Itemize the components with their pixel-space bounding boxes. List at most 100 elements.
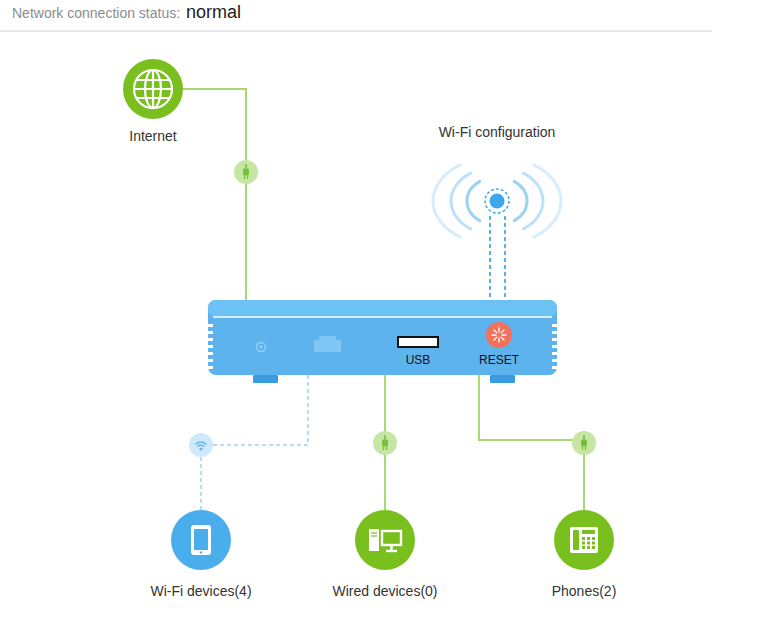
globe-parallel xyxy=(137,97,170,99)
pc-stand xyxy=(390,546,392,550)
plug-badge xyxy=(234,160,258,184)
status-title: Network connection status: xyxy=(12,1,180,25)
reset-ray xyxy=(502,334,506,335)
pc-tower xyxy=(369,529,379,551)
router-vent xyxy=(207,338,213,341)
phone-key xyxy=(592,542,595,545)
wifi-wave xyxy=(467,181,480,220)
wifi-wave xyxy=(523,173,543,229)
phone-key xyxy=(592,546,595,549)
pc-drive xyxy=(371,532,377,533)
phone-handset xyxy=(573,530,579,550)
wifi-wave xyxy=(534,165,561,237)
phone-key xyxy=(582,542,585,545)
tablet-body xyxy=(191,525,211,555)
phone-key xyxy=(582,537,585,540)
router-seam xyxy=(213,316,552,318)
header-line xyxy=(0,31,712,32)
wifi-arc xyxy=(196,442,206,444)
power-jack xyxy=(257,343,266,352)
plug-badge xyxy=(373,431,397,455)
plug-head xyxy=(581,440,587,447)
router-vent xyxy=(207,345,213,348)
router-box: USB RESET xyxy=(208,300,557,375)
badge-circle xyxy=(189,433,213,457)
wifi-devices-circle-shape xyxy=(171,510,231,570)
reset-ray xyxy=(494,330,497,333)
wifi-devices-circle: Wi-Fi devices(4) xyxy=(171,510,231,570)
globe-circle xyxy=(123,59,183,119)
phone-body xyxy=(570,527,598,553)
plug-head xyxy=(382,440,388,447)
router-vent xyxy=(552,359,558,362)
phone-display xyxy=(582,530,595,534)
router-vent xyxy=(207,366,213,369)
phones-circle: Phones(2) xyxy=(554,510,614,570)
tablet-button xyxy=(200,551,202,553)
plug-head xyxy=(243,169,249,176)
router-vent xyxy=(207,331,213,334)
router-vent xyxy=(207,359,213,362)
router-foot xyxy=(490,375,515,383)
antenna-dot xyxy=(490,194,505,209)
plug-badge xyxy=(572,431,596,455)
phone-key xyxy=(587,542,590,545)
wired-devices-circle-shape xyxy=(355,510,415,570)
phone-key xyxy=(592,537,595,540)
node-label: RESET xyxy=(464,353,534,367)
plug-cable xyxy=(583,435,585,440)
wifi-dot xyxy=(199,447,202,450)
plug-pin xyxy=(386,447,387,451)
reset-ray xyxy=(501,337,504,340)
usb-port xyxy=(398,337,438,347)
phone-key xyxy=(582,546,585,549)
reset-ray xyxy=(494,337,497,340)
node-label: Phones(2) xyxy=(484,583,684,600)
plug-cable xyxy=(245,164,247,169)
wifi-antenna: Wi-Fi configuration xyxy=(482,186,512,216)
connector-line xyxy=(479,375,584,510)
phones-circle-shape xyxy=(554,510,614,570)
router-vent xyxy=(552,345,558,348)
globe-icon xyxy=(134,70,172,108)
internet-globe: Internet xyxy=(123,59,183,119)
router-vent xyxy=(207,324,213,327)
router-vent xyxy=(552,352,558,355)
device-circle xyxy=(554,510,614,570)
antenna-ring xyxy=(485,189,509,213)
badge-circle xyxy=(572,431,596,455)
pc-monitor xyxy=(382,531,401,545)
reset-star xyxy=(492,328,506,342)
pc-base xyxy=(386,550,397,552)
plug-pin xyxy=(247,176,248,180)
node-label: Wired devices(0) xyxy=(285,583,485,600)
phone-key xyxy=(587,537,590,540)
connector-line xyxy=(183,89,246,300)
wifi-arc xyxy=(198,445,204,446)
plug-pin xyxy=(585,447,586,451)
node-label: Internet xyxy=(53,128,253,145)
reset-ray xyxy=(498,338,499,342)
status-value: normal xyxy=(186,0,241,24)
wired-devices-circle: Wired devices(0) xyxy=(355,510,415,570)
node-label: Wi-Fi configuration xyxy=(397,124,597,141)
router-vent xyxy=(552,331,558,334)
device-circle xyxy=(355,510,415,570)
reset-ray xyxy=(501,330,504,333)
phone-key xyxy=(587,546,590,549)
badge-circle xyxy=(234,160,258,184)
router-top xyxy=(208,300,557,317)
reset-button xyxy=(486,322,512,348)
wifi-wave xyxy=(433,165,460,237)
router-vent xyxy=(552,338,558,341)
ethernet-port xyxy=(314,336,341,352)
plug-pin xyxy=(582,447,583,451)
router-vent xyxy=(552,324,558,327)
pc-drive xyxy=(371,535,377,536)
router-vent xyxy=(207,352,213,355)
router-body xyxy=(208,300,557,375)
node-label: USB xyxy=(388,353,448,367)
